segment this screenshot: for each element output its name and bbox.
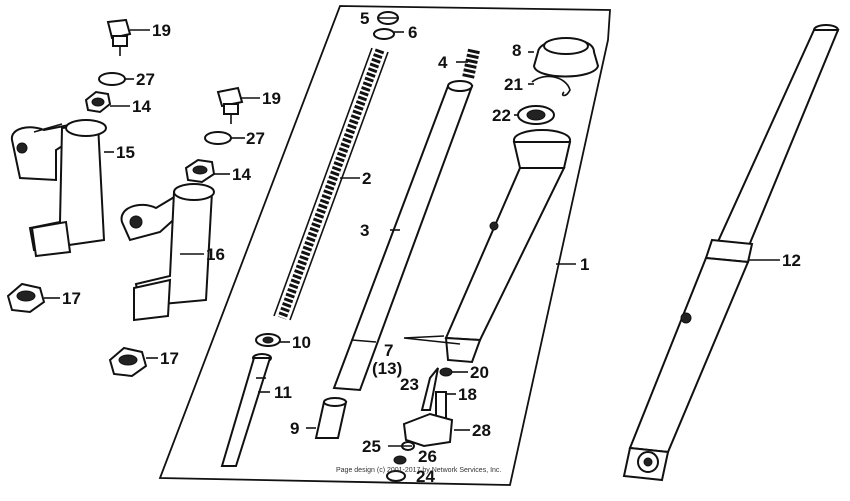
washer-6 bbox=[373, 28, 395, 40]
nut-14-top bbox=[84, 90, 112, 114]
assembly-frame bbox=[158, 5, 611, 486]
callout-4: 4 bbox=[438, 53, 448, 72]
callout-25: 25 bbox=[362, 437, 381, 456]
top-cap-8 bbox=[532, 37, 600, 78]
clamp-28 bbox=[402, 412, 454, 448]
callout-20: 20 bbox=[470, 363, 489, 382]
washer-10 bbox=[255, 333, 281, 347]
leader-lines bbox=[44, 17, 780, 447]
callout-19-top: 19 bbox=[152, 21, 171, 40]
callout-2: 2 bbox=[362, 169, 371, 188]
callout-17-lower: 17 bbox=[160, 349, 179, 368]
callout-23: 23 bbox=[400, 375, 419, 394]
copyright-footer: Page design (c) 2001-2017 by Network Ser… bbox=[336, 467, 501, 474]
callout-labels: 1 2 3 4 5 6 7 8 9 10 11 12 (13) 14 14 15… bbox=[62, 9, 801, 486]
callout-21: 21 bbox=[504, 75, 523, 94]
callout-24: 24 bbox=[416, 467, 435, 486]
seal-22 bbox=[517, 105, 555, 125]
fork-assembly-12 bbox=[622, 24, 840, 482]
callout-6: 6 bbox=[408, 23, 417, 42]
nut-17-lower bbox=[108, 346, 148, 378]
bolt-19-mid bbox=[216, 86, 244, 124]
callout-14-top: 14 bbox=[132, 97, 151, 116]
o-ring-27-top bbox=[98, 72, 126, 86]
stud-23 bbox=[420, 367, 439, 411]
fork-cover-16 bbox=[120, 183, 215, 322]
nut-24 bbox=[386, 470, 406, 482]
spring-2 bbox=[273, 47, 389, 321]
callout-27-top: 27 bbox=[136, 70, 155, 89]
nut-14-mid bbox=[184, 158, 216, 184]
callout-5: 5 bbox=[360, 9, 369, 28]
callout-1: 1 bbox=[580, 255, 589, 274]
nut-17-upper bbox=[6, 282, 46, 314]
callout-13: (13) bbox=[372, 359, 402, 378]
sleeve-9 bbox=[314, 397, 348, 439]
fork-cover-15 bbox=[10, 119, 107, 258]
callout-14-mid: 14 bbox=[232, 165, 251, 184]
bolt-19-top bbox=[106, 18, 132, 56]
callout-9: 9 bbox=[290, 419, 299, 438]
damper-rod-11 bbox=[220, 353, 272, 467]
o-ring-27-mid bbox=[204, 131, 232, 145]
callout-3: 3 bbox=[360, 221, 369, 240]
callout-10: 10 bbox=[292, 333, 311, 352]
callout-22: 22 bbox=[492, 106, 511, 125]
outer-slider-1 bbox=[444, 129, 572, 364]
callout-28: 28 bbox=[472, 421, 491, 440]
callout-8: 8 bbox=[512, 41, 521, 60]
callout-11: 11 bbox=[274, 383, 292, 402]
callout-19-mid: 19 bbox=[262, 89, 281, 108]
callout-16: 16 bbox=[206, 245, 225, 264]
callout-7: 7 bbox=[384, 341, 393, 360]
callout-12: 12 bbox=[782, 251, 801, 270]
callout-18: 18 bbox=[458, 385, 477, 404]
callout-15: 15 bbox=[116, 143, 135, 162]
spring-4 bbox=[462, 48, 480, 80]
callout-27-mid: 27 bbox=[246, 129, 265, 148]
washer-20 bbox=[439, 367, 453, 377]
callout-26: 26 bbox=[418, 447, 437, 466]
washer-26 bbox=[393, 455, 407, 465]
clip-21 bbox=[531, 75, 571, 97]
inner-tube-3 bbox=[332, 80, 474, 392]
bolt-18 bbox=[435, 391, 447, 419]
callout-17-upper: 17 bbox=[62, 289, 81, 308]
